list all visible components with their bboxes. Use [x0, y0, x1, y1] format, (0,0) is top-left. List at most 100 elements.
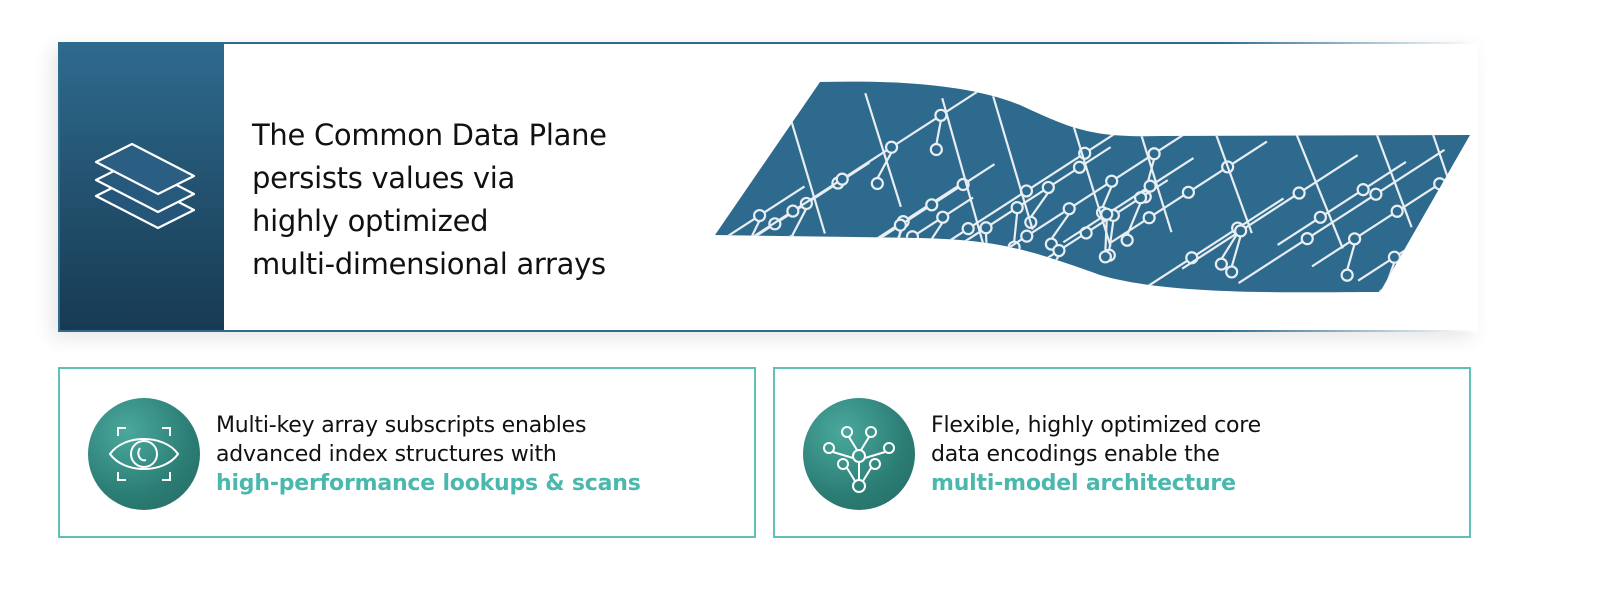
circuit-node — [715, 237, 722, 252]
circuit-trace — [790, 207, 808, 238]
circuit-trace — [1427, 238, 1432, 273]
circuit-node — [1225, 265, 1239, 279]
card-text: Flexible, highly optimized core data enc… — [931, 411, 1261, 498]
circuit-trace — [1013, 212, 1019, 243]
banner-line: The Common Data Plane — [252, 118, 607, 152]
card-line: data encodings enable the — [931, 442, 1220, 467]
circuit-node — [1020, 229, 1034, 243]
card-lookups: Multi-key array subscripts enables advan… — [58, 367, 756, 538]
circuit-node — [1378, 288, 1392, 293]
banner-line: persists values via — [252, 161, 515, 195]
circuit-node — [1105, 174, 1119, 188]
circuit-node — [1072, 160, 1087, 174]
circuit-node — [1143, 179, 1157, 193]
circuit-wave-icon — [715, 81, 1490, 293]
circuit-node — [1460, 203, 1470, 217]
card-line: Flexible, highly optimized core — [931, 413, 1261, 438]
circuit-node — [888, 262, 902, 277]
circuit-node — [1442, 270, 1456, 284]
circuit-node — [1234, 224, 1248, 238]
circuit-node — [1369, 187, 1383, 201]
banner-line: highly optimized — [252, 204, 489, 238]
card-badge — [803, 398, 915, 510]
circuit-trace — [992, 95, 1034, 230]
circuit-node — [870, 176, 884, 191]
banner-text: The Common Data Plane persists values vi… — [252, 114, 607, 286]
circuit-node — [1387, 250, 1401, 264]
circuit-node — [1052, 243, 1066, 258]
circuit-node — [1356, 183, 1370, 197]
circuit-node — [753, 208, 767, 223]
banner-side-panel — [58, 44, 224, 330]
circuit-node — [1424, 227, 1438, 241]
card-line: Multi-key array subscripts enables — [216, 413, 587, 438]
circuit-node — [1340, 268, 1354, 282]
circuit-node — [884, 140, 899, 154]
circuit-node — [835, 172, 849, 186]
circuit-node — [720, 275, 734, 289]
circuit-node — [1142, 211, 1156, 225]
circuit-node — [893, 218, 907, 232]
circuit-node — [1300, 232, 1314, 246]
circuit-node — [895, 271, 910, 285]
circuit-node — [1347, 232, 1362, 246]
circuit-node — [736, 237, 750, 251]
circuit-trace — [1479, 191, 1490, 271]
circuit-trace — [1029, 191, 1050, 218]
circuit-node — [934, 108, 948, 122]
circuit-trace — [1145, 197, 1285, 289]
circuit-node — [1428, 214, 1442, 228]
eye-scan-icon — [108, 427, 180, 481]
circuit-trace — [983, 125, 1198, 265]
circuit-node — [920, 243, 935, 258]
circuit-trace — [1101, 185, 1113, 208]
circuit-trace — [1238, 148, 1446, 284]
circuit-node — [1462, 243, 1470, 257]
circuit-trace — [1062, 157, 1195, 244]
circuit-trace — [1230, 235, 1242, 268]
card-badge — [88, 398, 200, 510]
circuit-node — [1120, 233, 1134, 247]
circuit-node — [1062, 202, 1076, 216]
card-text: Multi-key array subscripts enables advan… — [216, 411, 641, 498]
circuit-trace — [876, 151, 893, 180]
circuit-node — [1214, 257, 1228, 271]
circuit-node — [980, 265, 994, 279]
circuit-node — [1039, 274, 1053, 288]
circuit-node — [786, 204, 800, 218]
circuit-trace — [1465, 215, 1470, 245]
circuit-node — [736, 252, 750, 266]
circuit-trace — [1346, 243, 1356, 271]
circuit-node — [1485, 221, 1490, 232]
circuit-node — [1313, 210, 1327, 224]
circuit-trace — [935, 120, 942, 145]
circuit-node — [845, 269, 859, 283]
circuit-node — [885, 250, 899, 264]
circuit-node — [1041, 180, 1055, 195]
card-multi-model: Flexible, highly optimized core data enc… — [773, 367, 1471, 538]
layers-icon — [94, 142, 196, 230]
circuit-trace — [725, 248, 745, 278]
circuit-trace — [1181, 154, 1359, 270]
circuit-trace — [715, 185, 806, 275]
circuit-trace — [984, 232, 989, 267]
banner-line: multi-dimensional arrays — [252, 247, 606, 281]
circuit-trace — [1104, 219, 1108, 252]
circuit-node — [961, 222, 975, 236]
circuit-node — [1147, 147, 1161, 161]
circuit-node — [936, 210, 950, 224]
circuit-node — [905, 230, 920, 244]
circuit-trace — [1050, 213, 1071, 240]
circuit-trace — [1447, 244, 1453, 273]
circuit-trace — [1277, 161, 1407, 246]
circuit-node — [825, 286, 839, 293]
circuit-node — [979, 221, 993, 235]
circuit-node — [1181, 185, 1195, 199]
circuit-trace — [1220, 232, 1239, 260]
circuit-node — [836, 253, 850, 267]
circuit-node — [784, 235, 799, 249]
circuit-node — [1433, 177, 1447, 191]
circuit-node — [1292, 186, 1306, 200]
circuit-trace — [830, 264, 845, 289]
circuit-node — [1098, 250, 1112, 264]
